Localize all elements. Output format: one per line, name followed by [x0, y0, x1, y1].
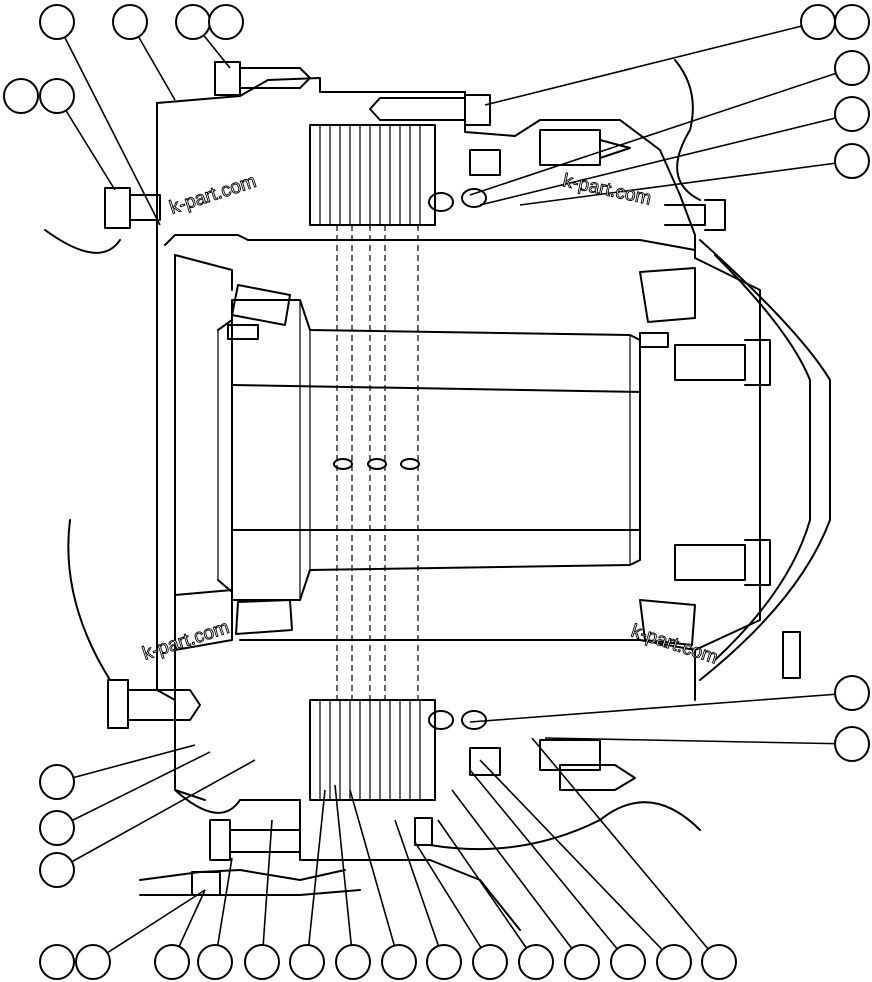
callout-bubble — [197, 944, 233, 980]
taper-bearings — [227, 267, 696, 646]
callout-bubble — [335, 944, 371, 980]
callout-bubble — [75, 944, 111, 980]
watermarks: k-part.com k-part.com k-part.com k-part.… — [140, 170, 721, 669]
callout-bubble — [564, 944, 600, 980]
central-bore — [217, 299, 641, 601]
watermark-text: k-part.com — [140, 617, 232, 665]
callout-bubble — [39, 852, 75, 888]
callout-bubble — [175, 4, 211, 40]
callout-bubbles — [3, 4, 870, 980]
housing-outline — [156, 77, 831, 801]
callout-bubble — [381, 944, 417, 980]
callout-bubble — [834, 96, 870, 132]
callout-bubble — [834, 675, 870, 711]
disc-pack-top — [309, 124, 436, 226]
callout-bubble — [834, 50, 870, 86]
callout-bubble — [800, 4, 836, 40]
seals — [428, 149, 501, 776]
callout-bubble — [834, 4, 870, 40]
callout-bubble — [39, 944, 75, 980]
oil-holes — [333, 458, 420, 470]
callout-bubble — [610, 944, 646, 980]
leader-lines — [56, 21, 853, 963]
callout-bubble — [289, 944, 325, 980]
callout-bubble — [3, 78, 39, 114]
callout-bubble — [39, 4, 75, 40]
watermark-text: k-part.com — [561, 170, 653, 209]
callout-bubble — [154, 944, 190, 980]
callout-bubble — [112, 4, 148, 40]
callout-bubble — [39, 764, 75, 800]
callout-bubble — [834, 726, 870, 762]
spline-hidden-lines — [336, 225, 419, 700]
callout-bubble — [244, 944, 280, 980]
callout-bubble — [656, 944, 692, 980]
watermark-text: k-part.com — [167, 171, 259, 219]
watermark-text: k-part.com — [628, 621, 720, 669]
disc-pack-bottom — [309, 699, 436, 801]
callout-bubble — [472, 944, 508, 980]
callout-bubble — [701, 944, 737, 980]
callout-bubble — [426, 944, 462, 980]
callout-bubble — [834, 143, 870, 179]
callout-bubble — [518, 944, 554, 980]
callout-bubble — [39, 78, 75, 114]
callout-bubble — [208, 4, 244, 40]
callout-bubble — [39, 810, 75, 846]
